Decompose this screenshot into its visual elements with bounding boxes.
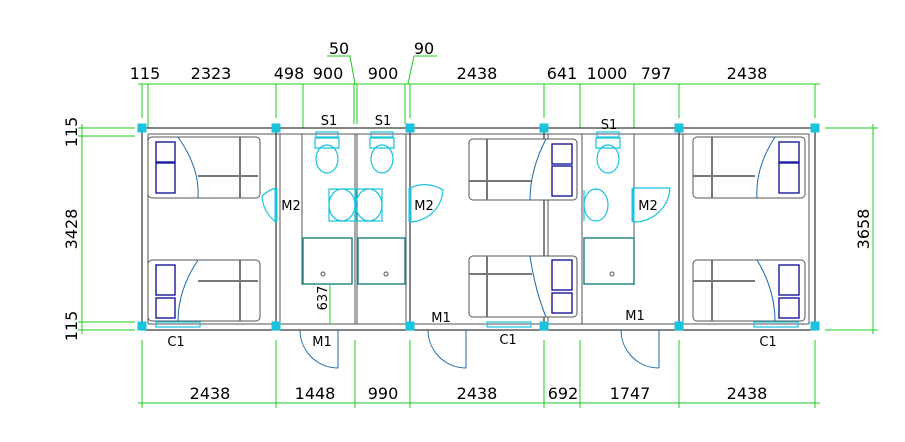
bathroom-fixtures: 637 (302, 131, 635, 324)
top-dimension-chain: 115 2323 498 900 900 2438 641 1000 797 2… (130, 39, 820, 128)
entry-door (299, 329, 339, 369)
beds (147, 136, 806, 322)
fixture-labels: S1 S1 S1 M2 M2 M2 M1 M1 M1 C1 C1 C1 (167, 114, 776, 350)
entry-door-label: M1 (431, 311, 451, 326)
right-dimension-chain: 3658 (825, 124, 878, 334)
bottom-dim: 2438 (727, 384, 768, 403)
toilet (369, 131, 395, 174)
top-dim: 115 (130, 64, 161, 83)
inner-dim: 637 (316, 286, 331, 311)
sink (328, 188, 356, 222)
window-label: C1 (167, 335, 184, 350)
window-label: C1 (759, 335, 776, 350)
shower-tray (357, 237, 406, 285)
entry-door-label: M1 (625, 309, 645, 324)
toilet (314, 131, 340, 174)
window-label: C1 (499, 333, 516, 348)
top-dim: 2438 (727, 64, 768, 83)
entry-door (620, 329, 660, 369)
bed (692, 136, 806, 199)
bath-door (261, 187, 278, 223)
top-dim: 498 (274, 64, 305, 83)
shower-tray (583, 237, 635, 285)
bath-door (408, 184, 444, 223)
left-dimension-chain: 115 3428 115 (62, 117, 135, 342)
sink (583, 188, 609, 222)
left-dim: 115 (62, 311, 81, 342)
toilet-label: S1 (601, 118, 618, 133)
bottom-dim: 2438 (457, 384, 498, 403)
top-dim: 1000 (587, 64, 628, 83)
doors (261, 184, 671, 369)
callout-dim: 90 (414, 39, 434, 58)
top-dim: 2438 (457, 64, 498, 83)
bath-door-label: M2 (638, 199, 658, 214)
bath-door (631, 187, 671, 223)
top-dim: 2323 (191, 64, 232, 83)
bottom-dim: 1448 (295, 384, 336, 403)
walls (137, 123, 820, 331)
bottom-dim: 2438 (190, 384, 231, 403)
left-dim: 3428 (62, 209, 81, 250)
bed (692, 259, 806, 322)
entry-door (427, 329, 467, 369)
bottom-dim: 692 (548, 384, 579, 403)
top-dim: 641 (547, 64, 578, 83)
left-dim: 115 (62, 117, 81, 148)
bottom-dimension-chain: 2438 1448 990 2438 692 1747 2438 (138, 340, 820, 408)
bath-door-label: M2 (281, 199, 301, 214)
bottom-dim: 990 (368, 384, 399, 403)
bed (147, 259, 261, 322)
top-dim: 900 (368, 64, 399, 83)
sink (355, 188, 383, 222)
top-dim: 797 (641, 64, 672, 83)
bed (147, 136, 261, 199)
top-dim: 900 (313, 64, 344, 83)
bath-door-label: M2 (414, 199, 434, 214)
toilet-label: S1 (375, 114, 392, 129)
bed (468, 255, 578, 318)
callout-dim: 50 (329, 39, 349, 58)
right-dim: 3658 (854, 209, 873, 250)
shower-tray (302, 237, 353, 285)
toilet (595, 131, 621, 174)
bottom-dim: 1747 (610, 384, 651, 403)
windows (155, 321, 799, 328)
bed (468, 138, 578, 201)
toilet-label: S1 (321, 114, 338, 129)
entry-door-label: M1 (312, 335, 332, 350)
